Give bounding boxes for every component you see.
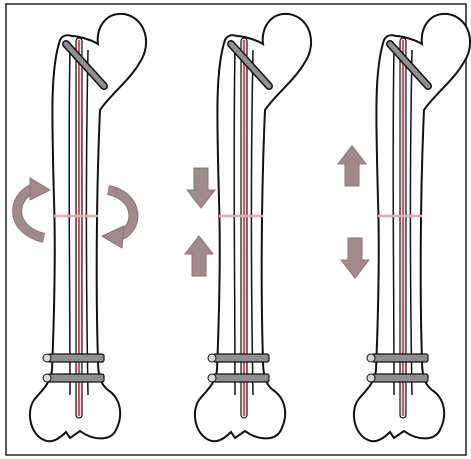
panel-axial-compression <box>185 14 311 441</box>
arrow-up-icon <box>185 236 213 276</box>
arrow-down-icon <box>187 168 215 208</box>
panel-rotation <box>17 14 146 441</box>
curved-arrow-right <box>102 190 133 248</box>
curved-arrow-left <box>17 178 50 238</box>
panel-axial-distraction <box>338 14 470 441</box>
arrow-up-icon <box>338 146 366 186</box>
femur-right <box>354 14 470 441</box>
femur-middle <box>195 14 311 441</box>
arrow-down-icon <box>341 238 369 278</box>
